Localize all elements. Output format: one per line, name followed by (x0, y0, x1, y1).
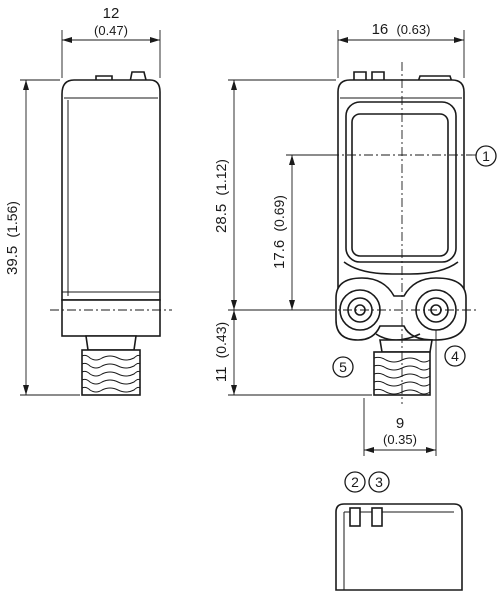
front-width-mm: 16 (372, 21, 389, 38)
side-housing (61, 79, 161, 301)
callout-3-label: 3 (375, 474, 383, 490)
arrow-head (426, 447, 436, 453)
arrow-head (338, 37, 348, 43)
side-lower-block (61, 299, 161, 337)
side-width-inch: (0.47) (94, 23, 128, 38)
optical-axis-inch: (0.69) (271, 195, 287, 232)
total-height-inch: (1.56) (4, 201, 20, 238)
top-view-housing (335, 503, 463, 591)
arrow-head (23, 385, 29, 395)
top-view-tab-2 (349, 507, 361, 527)
arrow-head (62, 37, 72, 43)
side-view: 12 (0.47) 39.5 (1.56) (4, 5, 172, 396)
side-thread-lines (81, 354, 141, 393)
callout-1-label: 1 (482, 148, 490, 164)
side-connector-collar (85, 335, 137, 351)
arrow-head (231, 80, 237, 90)
lens-window (351, 113, 449, 257)
total-height-mm: 39.5 (4, 246, 21, 275)
front-connector-collar (379, 339, 433, 353)
front-top-bump-1 (353, 71, 367, 80)
callout-4-label: 4 (451, 348, 459, 364)
svg-text:39.5 (1.56): 39.5 (1.56) (4, 201, 21, 275)
side-top-tab-1 (95, 75, 113, 82)
arrow-head (231, 300, 237, 310)
side-width-mm: 12 (103, 5, 120, 22)
svg-text:28.5 (1.12): 28.5 (1.12) (213, 159, 230, 233)
callout-3-circle (368, 471, 390, 493)
housing-height-inch: (1.12) (213, 159, 229, 196)
svg-text:17.6 (0.69): 17.6 (0.69) (271, 195, 288, 269)
callout-5-label: 5 (339, 359, 347, 375)
callout-5-circle (332, 356, 354, 378)
front-top-bump-3 (417, 75, 453, 83)
svg-text:11 (0.43): 11 (0.43) (213, 322, 230, 382)
arrow-head (289, 155, 295, 165)
optical-axis-mm: 17.6 (271, 240, 288, 269)
callout-4-circle (444, 345, 466, 367)
callout-2-label: 2 (351, 474, 359, 490)
connector-offset-mm: 9 (396, 415, 404, 432)
svg-text:16 (0.63): 16 (0.63) (372, 21, 431, 38)
front-width-inch: (0.63) (396, 22, 430, 37)
housing-height-mm: 28.5 (213, 204, 230, 233)
callout-2-circle (344, 471, 366, 493)
arrow-head (231, 310, 237, 320)
front-top-bump-2 (371, 71, 385, 80)
arrow-head (364, 447, 374, 453)
callout-1-circle (475, 145, 497, 167)
connector-height-mm: 11 (213, 367, 230, 383)
arrow-head (289, 300, 295, 310)
top-view-tab-3 (371, 507, 383, 527)
front-lower-contour (343, 261, 459, 275)
arrow-head (231, 385, 237, 395)
connector-offset-inch: (0.35) (383, 432, 417, 447)
side-top-tab-2 (129, 71, 147, 83)
arrow-head (23, 80, 29, 90)
arrow-head (454, 37, 464, 43)
arrow-head (150, 37, 160, 43)
connector-height-inch: (0.43) (213, 322, 229, 359)
top-view: 2 3 (335, 471, 463, 591)
front-view: 16 (0.63) 28.5 (1.12) 17.6 (0.69) 11 (0.… (213, 21, 497, 456)
